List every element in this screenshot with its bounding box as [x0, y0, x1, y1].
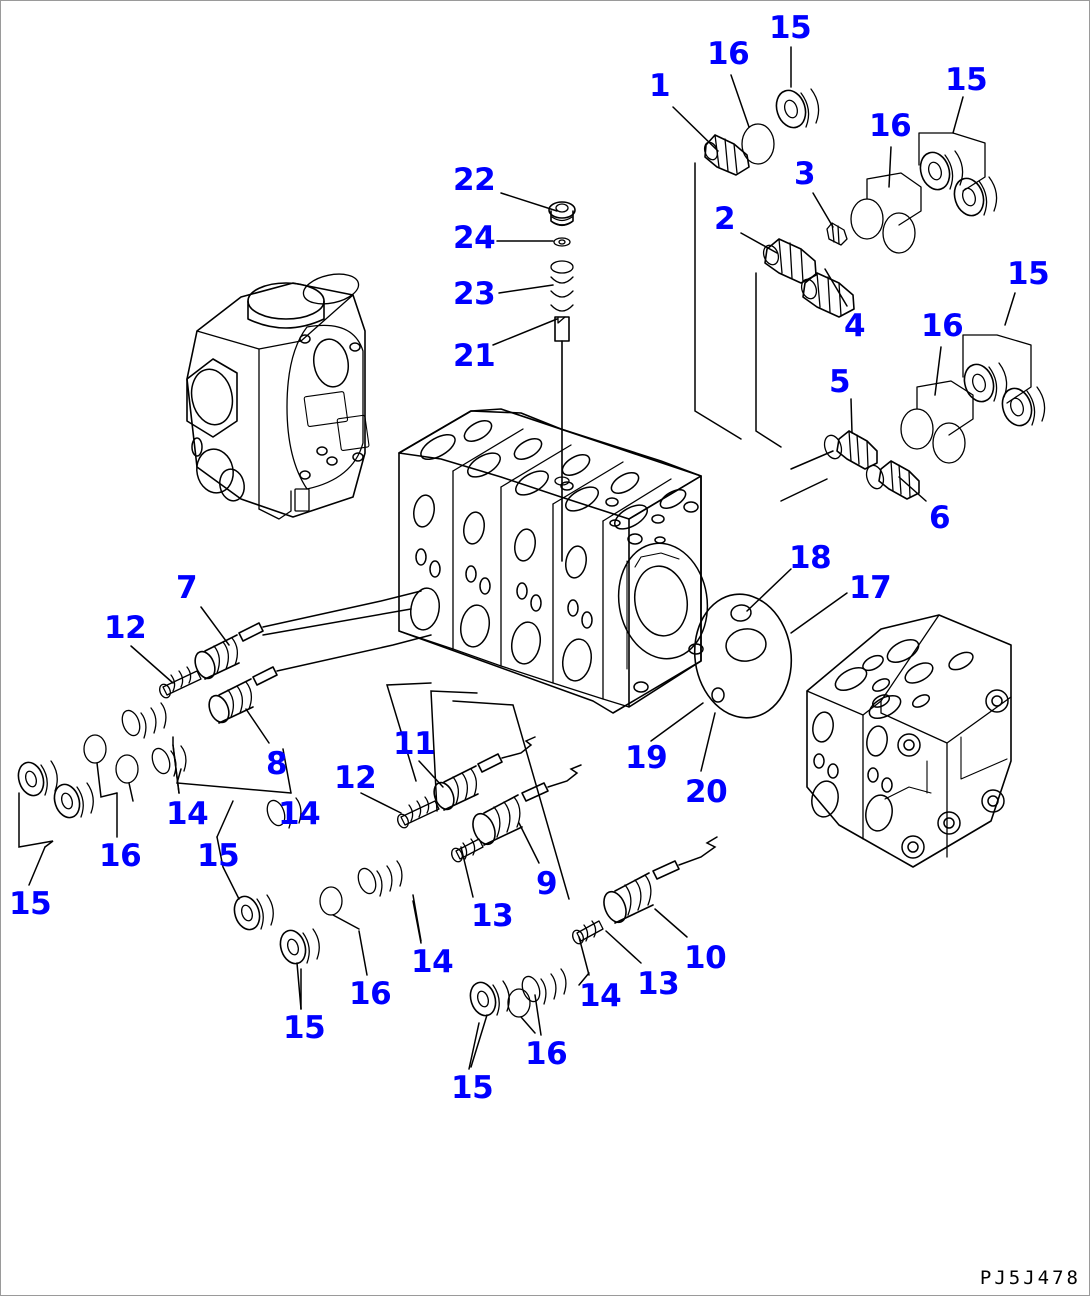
- gasket-plate: [693, 593, 793, 719]
- part-22-plug: [548, 201, 576, 227]
- callout-9: 9: [536, 866, 558, 902]
- part-14-washer-stack-e: [266, 797, 302, 829]
- callout-7: 7: [176, 570, 198, 606]
- part-2-fitting: [755, 238, 817, 448]
- part-6-fitting: [865, 460, 920, 500]
- part-12-screw-left: [159, 666, 202, 699]
- part-21-valve-stem: [554, 316, 570, 562]
- part-15-plug-b: [53, 782, 94, 819]
- valve-front-ports: [409, 494, 593, 682]
- part-16-oring-g: [507, 988, 536, 1034]
- part-14-washer-stack-d: [521, 968, 590, 1005]
- right-valve-block: [806, 614, 1012, 868]
- part-16-oring-f: [319, 886, 360, 930]
- callout-16: 16: [99, 838, 142, 874]
- part-12b-screw: [397, 796, 440, 829]
- callout-15: 15: [945, 62, 988, 98]
- part-15-plug-h: [953, 176, 998, 217]
- part-15-plug-d: [279, 928, 320, 1010]
- part-5-fitting: [780, 430, 878, 502]
- callout-15: 15: [9, 886, 52, 922]
- callout-15: 15: [283, 1010, 326, 1046]
- callout-16: 16: [921, 308, 964, 344]
- callout-15: 15: [451, 1070, 494, 1106]
- callout-2: 2: [714, 201, 736, 237]
- callout-23: 23: [453, 276, 496, 312]
- callout-3: 3: [794, 156, 816, 192]
- callout-13: 13: [471, 898, 514, 934]
- part-15-plug-g: [918, 132, 986, 192]
- part-16-oring-a: [83, 734, 118, 798]
- callout-16: 16: [349, 976, 392, 1012]
- callout-10: 10: [684, 940, 727, 976]
- part-11-spring-assembly: [386, 682, 536, 811]
- callout-12: 12: [334, 760, 377, 796]
- part-1-fitting: [694, 134, 750, 440]
- part-24-washer: [553, 237, 571, 247]
- callout-14: 14: [411, 944, 454, 980]
- callout-19: 19: [625, 740, 668, 776]
- part-16-oring-b: [115, 754, 139, 802]
- part-16-oring-e: [900, 380, 974, 464]
- callout-16: 16: [869, 108, 912, 144]
- part-13-screw-b: [572, 920, 604, 945]
- callout-16: 16: [707, 36, 750, 72]
- callout-21: 21: [453, 338, 496, 374]
- drawing-number: PJ5J478: [979, 1267, 1081, 1289]
- part-15-plug-a: [17, 760, 58, 848]
- callout-16: 16: [525, 1036, 568, 1072]
- part-8-spring-assembly: [208, 634, 432, 724]
- part-15-plug-j: [1001, 386, 1046, 427]
- part-13-screw-a: [451, 838, 484, 863]
- part-7-spring-assembly: [194, 590, 422, 680]
- part-10-spring-assembly: [452, 700, 718, 924]
- callout-12: 12: [104, 610, 147, 646]
- callout-14: 14: [579, 978, 622, 1014]
- callout-18: 18: [789, 540, 832, 576]
- part-16-oring-c: [741, 123, 775, 165]
- part-3-plug: [826, 222, 848, 246]
- left-valve-block: [186, 273, 370, 520]
- callout-22: 22: [453, 162, 496, 198]
- callout-14: 14: [166, 796, 209, 832]
- callout-13: 13: [637, 966, 680, 1002]
- callout-11: 11: [393, 726, 436, 762]
- callout-20: 20: [685, 774, 728, 810]
- part-15-plug-f: [775, 88, 820, 129]
- part-23-spring: [550, 260, 574, 312]
- callout-5: 5: [829, 364, 851, 400]
- callout-15: 15: [769, 10, 812, 46]
- part-14-washer-stack-c: [357, 860, 422, 942]
- valve-top-ports: [420, 420, 687, 544]
- callout-1: 1: [649, 68, 671, 104]
- callout-14: 14: [278, 796, 321, 832]
- callout-17: 17: [849, 570, 892, 606]
- callout-24: 24: [453, 220, 496, 256]
- part-15-plug-e: [469, 980, 510, 1068]
- callout-6: 6: [929, 500, 951, 536]
- main-valve-body: [398, 408, 709, 714]
- callout-15: 15: [1007, 256, 1050, 292]
- part-15-plug-i: [962, 334, 1032, 404]
- callout-8: 8: [266, 746, 288, 782]
- part-15-plug-c: [216, 836, 274, 931]
- callout-4: 4: [844, 308, 866, 344]
- part-16-oring-d: [850, 172, 922, 254]
- part-9-spring-assembly: [430, 690, 582, 846]
- callout-15: 15: [197, 838, 240, 874]
- part-14-washer-stack-a: [121, 702, 180, 794]
